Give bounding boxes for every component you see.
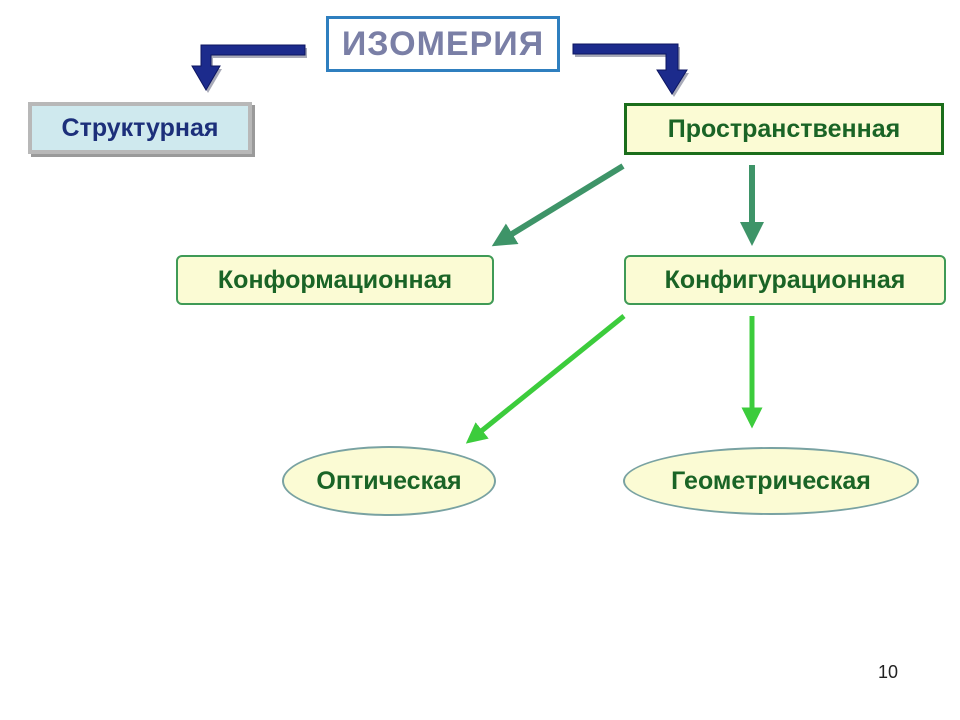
node-isomerism-label: ИЗОМЕРИЯ (341, 24, 545, 63)
node-optical-label: Оптическая (316, 466, 462, 495)
node-spatial: Пространственная (624, 103, 944, 155)
node-configurational-label: Конфигурационная (664, 265, 906, 294)
node-isomerism: ИЗОМЕРИЯ (326, 16, 560, 72)
node-geometric: Геометрическая (623, 447, 919, 515)
node-geometric-label: Геометрическая (671, 466, 871, 495)
node-structural-label: Структурная (61, 113, 219, 142)
edge-configurational-optical (465, 314, 626, 444)
node-spatial-label: Пространственная (667, 114, 901, 143)
page-number: 10 (878, 662, 899, 682)
node-configurational: Конфигурационная (624, 255, 946, 305)
node-conformational: Конформационная (176, 255, 494, 305)
edge-root-spatial (572, 43, 689, 97)
edge-root-structural (191, 44, 307, 93)
node-conformational-label: Конформационная (217, 265, 453, 294)
node-structural: Структурная (28, 102, 252, 154)
node-optical: Оптическая (282, 446, 496, 516)
edge-spatial-conformational (491, 163, 625, 247)
